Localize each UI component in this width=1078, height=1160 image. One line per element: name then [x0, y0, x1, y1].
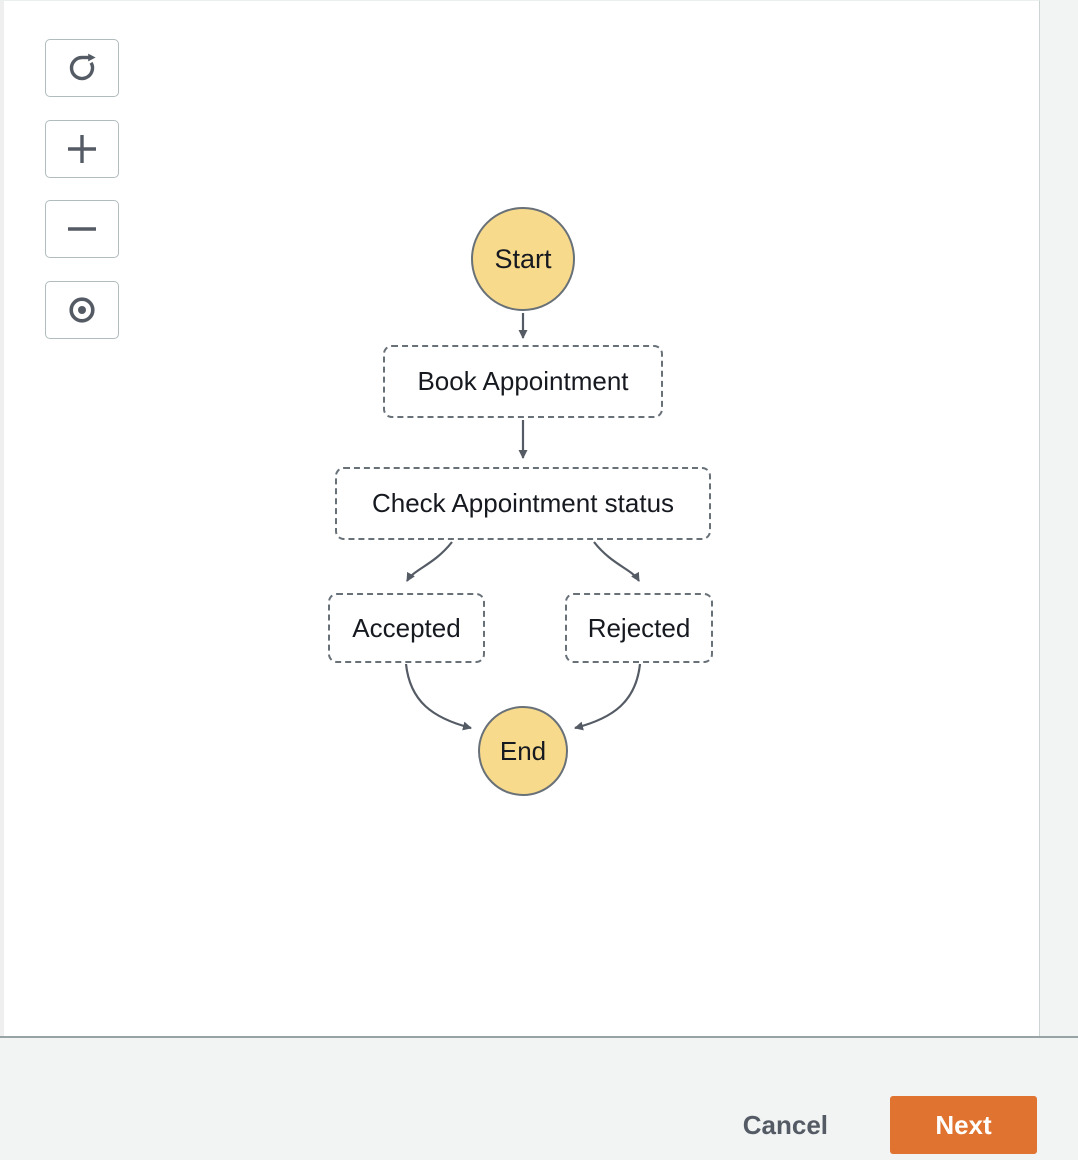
center-dot-icon: [69, 297, 95, 323]
node-book-appointment-label: Book Appointment: [417, 366, 629, 396]
edge-accepted-end: [404, 663, 472, 731]
node-start[interactable]: Start: [471, 207, 575, 311]
node-end[interactable]: End: [478, 706, 568, 796]
node-end-label: End: [499, 735, 547, 766]
node-start-label: Start: [494, 243, 552, 274]
plus-icon: [68, 135, 96, 163]
cancel-button[interactable]: Cancel: [743, 1096, 828, 1154]
zoom-out-button[interactable]: [45, 200, 119, 258]
node-accepted-label: Accepted: [352, 612, 461, 643]
panel-left-edge: [0, 1, 4, 1037]
node-rejected[interactable]: Rejected: [565, 593, 713, 663]
node-check-appointment-status[interactable]: Check Appointment status: [335, 467, 711, 540]
node-accepted[interactable]: Accepted: [328, 593, 485, 663]
wizard-footer: Cancel Next: [0, 1036, 1078, 1160]
refresh-icon: [69, 53, 96, 81]
edge-rejected-end: [574, 663, 642, 731]
zoom-in-button[interactable]: [45, 120, 119, 178]
edge-check-rejected: [593, 541, 640, 582]
node-rejected-label: Rejected: [587, 612, 691, 643]
node-check-appointment-status-label: Check Appointment status: [371, 488, 675, 518]
next-button[interactable]: Next: [890, 1096, 1037, 1154]
edge-check-accepted: [406, 541, 453, 582]
workflow-canvas[interactable]: Start Book Appointment Check Appointment…: [0, 0, 1040, 1037]
refresh-button[interactable]: [45, 39, 119, 97]
fit-view-button[interactable]: [45, 281, 119, 339]
minus-icon: [68, 227, 96, 231]
node-book-appointment[interactable]: Book Appointment: [383, 345, 663, 418]
